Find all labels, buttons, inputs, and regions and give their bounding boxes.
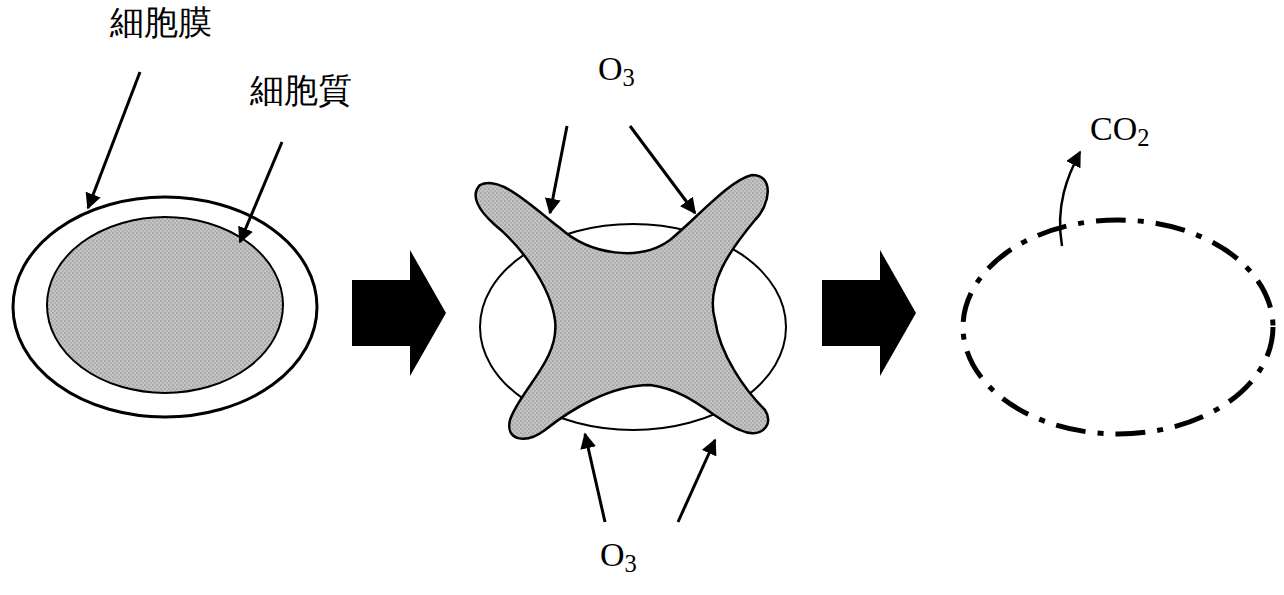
process-arrow bbox=[352, 250, 446, 376]
chemical-label: O3 bbox=[598, 50, 635, 87]
part-label: 細胞膜 bbox=[110, 4, 212, 41]
leader-line bbox=[240, 142, 282, 242]
ozone-arrow bbox=[585, 434, 605, 522]
ozone-arrow bbox=[678, 440, 715, 522]
chemical-label: CO2 bbox=[1090, 110, 1149, 147]
ozone-arrow bbox=[550, 126, 567, 213]
destroyed-cell bbox=[963, 220, 1273, 434]
part-label: 細胞質 bbox=[250, 72, 352, 109]
deformed-cytoplasm bbox=[476, 175, 769, 439]
ozone-arrow bbox=[630, 126, 695, 213]
cytoplasm bbox=[47, 217, 283, 393]
chemical-label: O3 bbox=[600, 536, 637, 573]
process-arrow bbox=[822, 250, 916, 376]
leader-line bbox=[88, 72, 140, 208]
co2-release-arrow bbox=[1060, 152, 1080, 246]
cell-membrane bbox=[13, 197, 317, 417]
